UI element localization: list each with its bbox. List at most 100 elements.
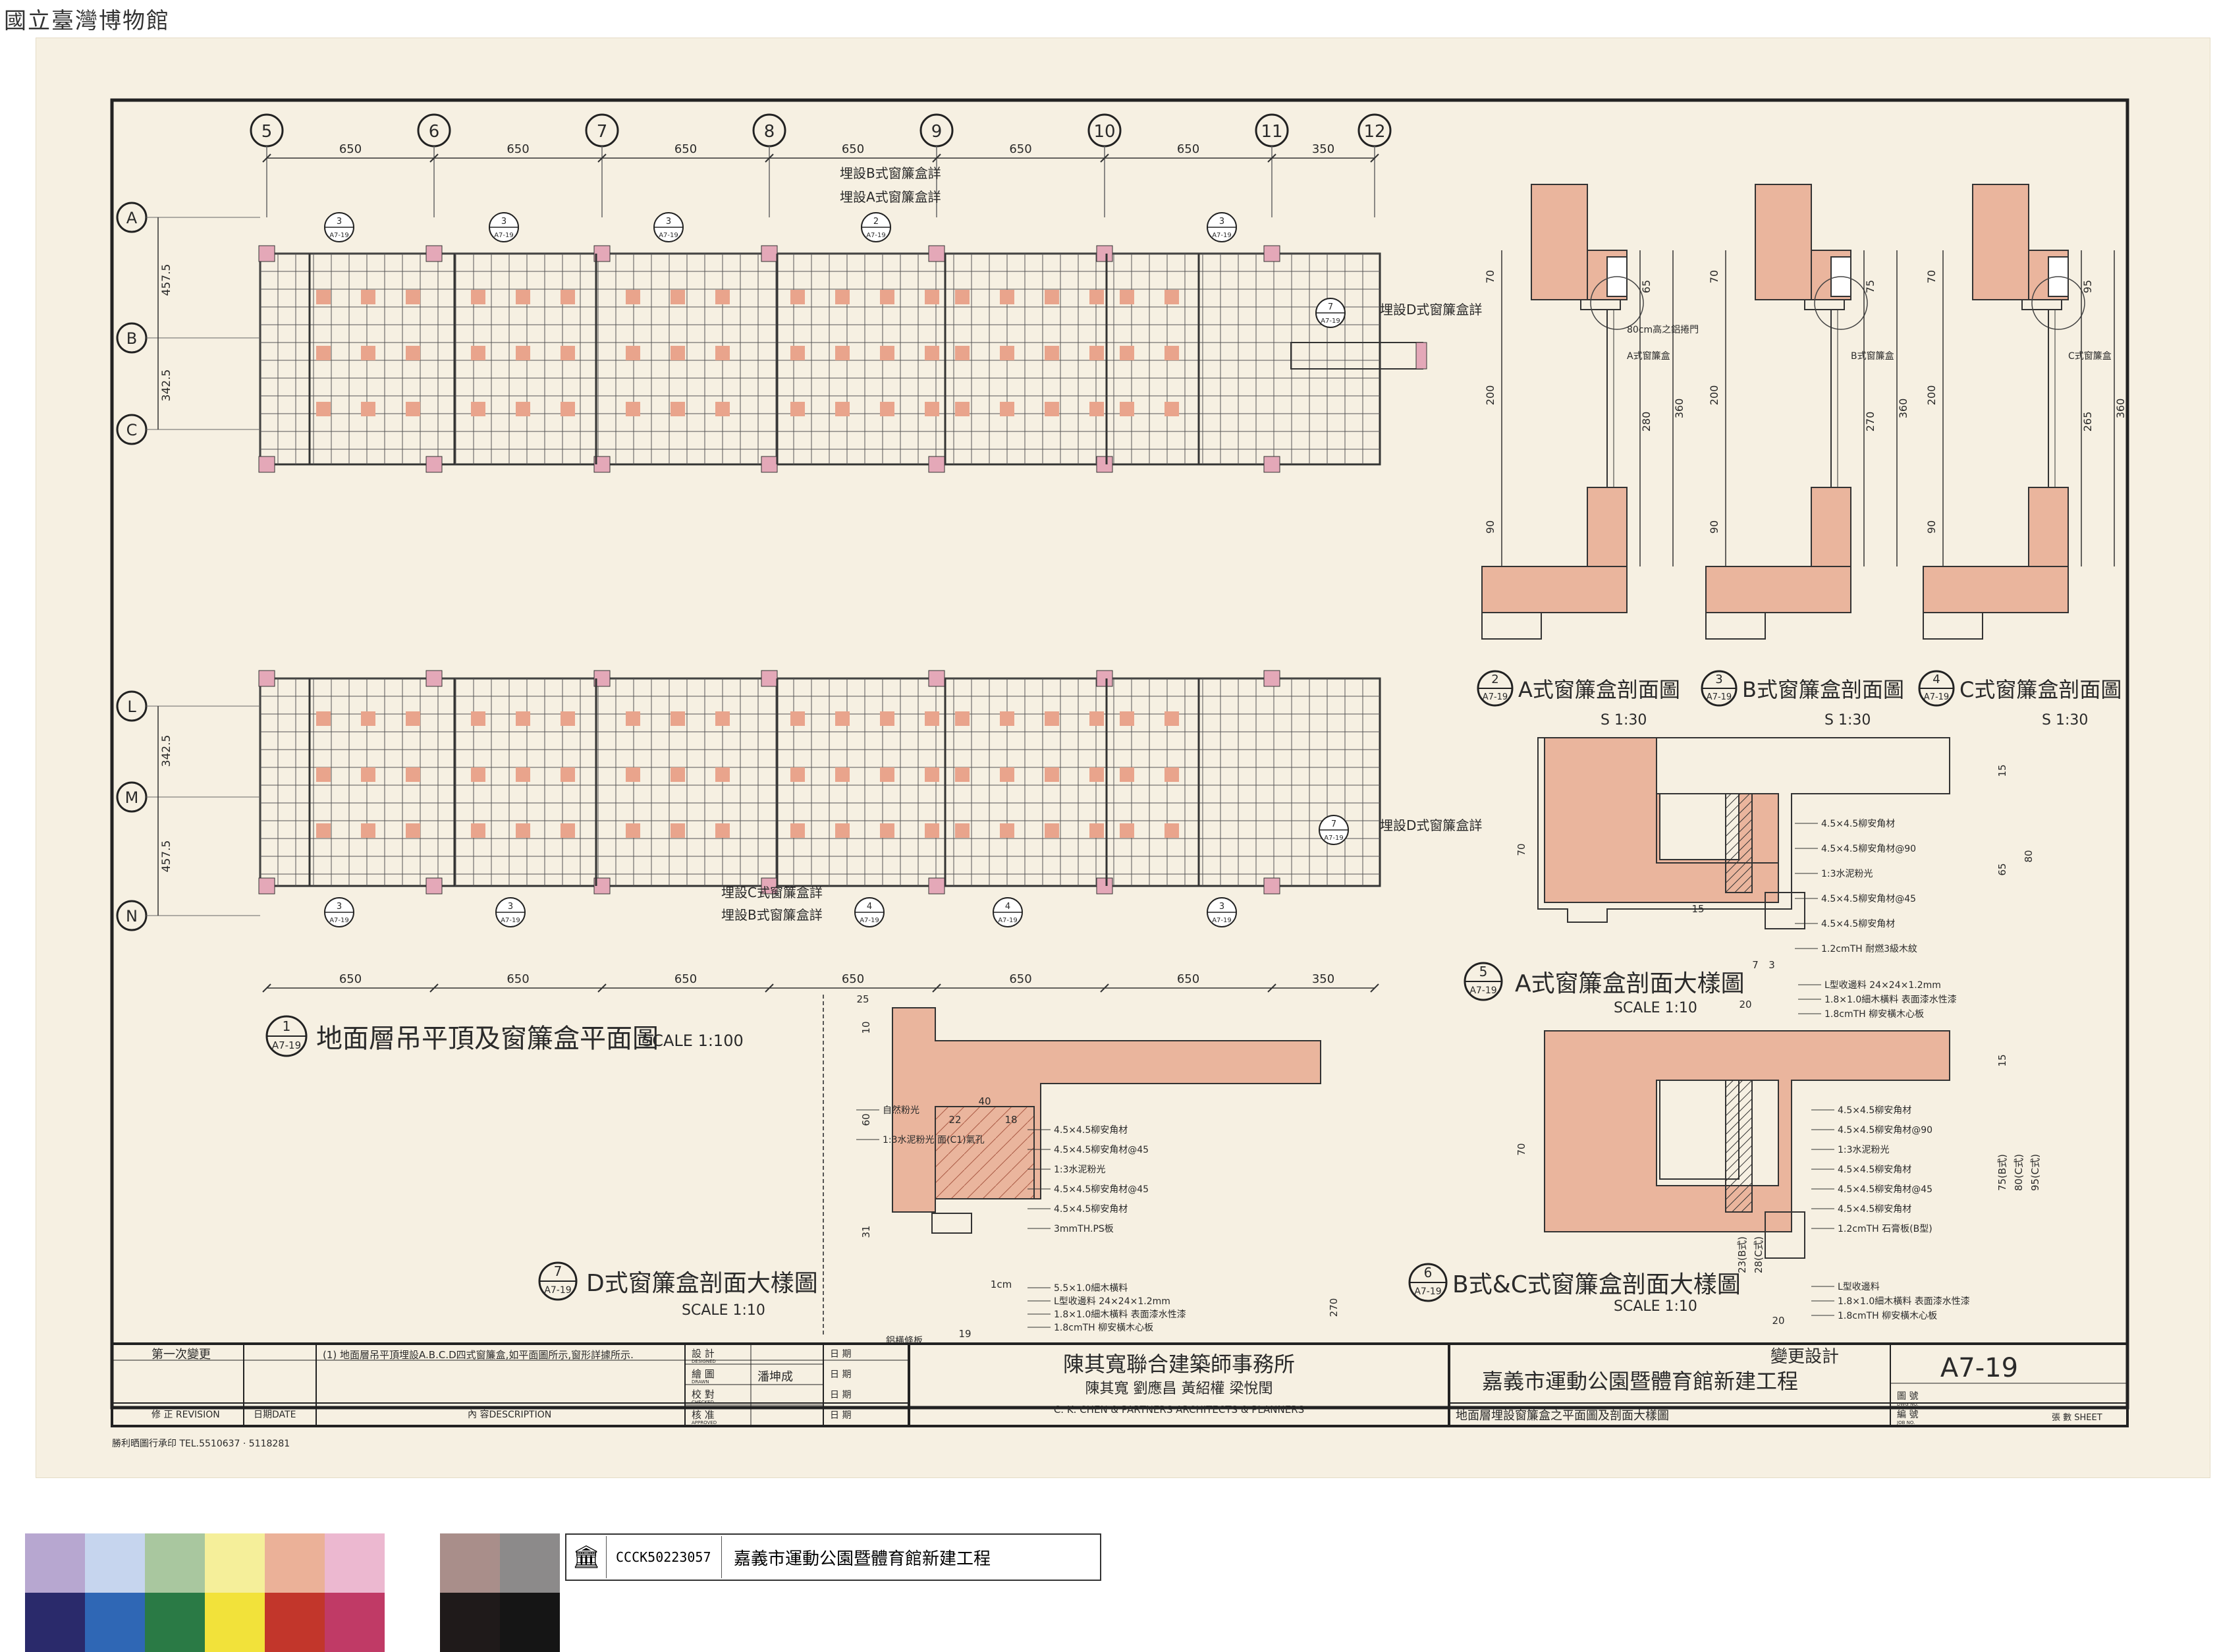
light-fixture (1045, 402, 1059, 416)
floor-base (1705, 612, 1766, 640)
detail-note: 3mmTH.PS板 (1054, 1224, 1114, 1234)
detail-dimension: 40 (978, 1095, 991, 1107)
detail-note: 4.5×4.5柳安角材 (1054, 1124, 1128, 1136)
section-marker-sheet: A7-19 (1324, 835, 1344, 842)
span-dimension: 650 (1177, 142, 1199, 156)
light-fixture (1164, 402, 1179, 416)
detail-dimension: 3 (1768, 959, 1775, 971)
section-dimension: 270 (1864, 412, 1877, 432)
dimension-tick (262, 983, 271, 993)
sheet-count-label: 張 數 SHEET (2052, 1413, 2102, 1423)
section-ref-number: 4 (1932, 673, 1940, 686)
light-fixture (406, 290, 420, 304)
light-fixture (671, 402, 685, 416)
detail-d-ref-sheet: A7-19 (544, 1285, 571, 1296)
light-fixture (516, 711, 530, 726)
detail-bc-section: 4.5×4.5柳安角材4.5×4.5柳安角材@901:3水泥粉光4.5×4.5柳… (1408, 1030, 2041, 1327)
light-fixture (516, 402, 530, 416)
light-fixture (316, 767, 331, 782)
light-fixture (790, 402, 805, 416)
detail-dimension: 19 (958, 1328, 971, 1340)
span-dimension: 650 (339, 972, 362, 986)
detail-callout-circle (2031, 276, 2085, 330)
detail-a-ref-sheet: A7-19 (1469, 985, 1496, 996)
dimension-tick (1100, 983, 1109, 993)
job-no-label-en: JOB NO. (1896, 1420, 1915, 1425)
dimension-tick (1267, 983, 1276, 993)
light-fixture (1089, 346, 1104, 360)
light-fixture (1120, 290, 1134, 304)
light-fixture (316, 402, 331, 416)
section-marker-number: 3 (1219, 217, 1224, 227)
light-fixture (835, 402, 850, 416)
light-fixture (316, 290, 331, 304)
printer-stamp: 勝利晒圖行承印 TEL.5510637 · 5118281 (112, 1439, 290, 1449)
light-fixture (715, 711, 730, 726)
detail-bc-title: B式&C式窗簾盒剖面大樣圖 (1452, 1271, 1741, 1298)
structural-column (425, 670, 443, 687)
section-marker-sheet: A7-19 (494, 232, 514, 239)
detail-dimension: 23(B式) (1736, 1236, 1748, 1273)
structural-column (1263, 670, 1280, 687)
light-fixture (790, 823, 805, 838)
detail-dimension: 60 (860, 1113, 872, 1126)
section-marker-number: 7 (1328, 302, 1333, 312)
section-dimension: 200 (1925, 385, 1938, 406)
color-swatch (85, 1593, 145, 1652)
light-fixture (835, 346, 850, 360)
light-fixture (361, 711, 375, 726)
plan-note-right-top: 埋設D式窗簾盒詳 (1380, 302, 1482, 317)
detail-note: 4.5×4.5柳安角材@90 (1821, 843, 1916, 854)
date-field-1: 日 期 (830, 1349, 851, 1360)
section-marker-number: 3 (337, 217, 342, 227)
section-dimension: 360 (1673, 399, 1685, 419)
light-fixture (1120, 346, 1134, 360)
light-fixture (361, 346, 375, 360)
section-scale: S 1:30 (1601, 712, 1647, 729)
dimension-tick (765, 153, 774, 163)
light-fixture (1120, 823, 1134, 838)
light-fixture (955, 290, 970, 304)
dimension-tick (765, 983, 774, 993)
light-fixture (516, 346, 530, 360)
color-swatch (440, 1593, 500, 1652)
detail-bc-ref-number: 6 (1424, 1265, 1433, 1280)
dimension-tick (1370, 983, 1379, 993)
span-dimension: 650 (842, 972, 864, 986)
title-block: 第一次變更 (1) 地面層吊平頂埋設A.B.C.D四式窗簾盒,如平面圖所示,窗形… (111, 1342, 2129, 1449)
detail-dimension: 65 (1996, 863, 2008, 875)
light-fixture (1000, 823, 1014, 838)
light-fixture (715, 346, 730, 360)
annex-column (1415, 342, 1427, 370)
light-fixture (835, 767, 850, 782)
sill-wall (1811, 487, 1851, 567)
light-fixture (471, 711, 485, 726)
section-dimension: 280 (1640, 412, 1653, 432)
light-fixture (561, 767, 575, 782)
drawing-border (110, 98, 2129, 1410)
drawn-label-en: DRAWN (692, 1379, 709, 1385)
structural-column (1263, 456, 1280, 473)
span-dimension: 650 (1177, 972, 1199, 986)
color-swatch (205, 1593, 265, 1652)
detail-note: 4.5×4.5柳安角材 (1821, 818, 1895, 829)
dimension-tick (262, 153, 271, 163)
grid-label-6: 6 (429, 122, 440, 142)
catalog-title: 嘉義市運動公園暨體育館新建工程 (734, 1549, 991, 1569)
detail-callout-circle (1814, 276, 1868, 330)
row-dimension: 457.5 (160, 840, 173, 873)
section-marker-number: 3 (508, 902, 513, 912)
museum-building-icon: 🏛 (566, 1536, 607, 1578)
light-fixture (516, 290, 530, 304)
lower-plan-outline (259, 677, 1381, 887)
grid-label-7: 7 (597, 122, 608, 142)
light-fixture (1089, 290, 1104, 304)
light-fixture (1164, 767, 1179, 782)
floor-base (1481, 612, 1542, 640)
section-marker-sheet: A7-19 (866, 232, 886, 239)
grid-label-12: 12 (1363, 122, 1385, 142)
dimension-tick (1100, 153, 1109, 163)
dimension-tick (429, 153, 439, 163)
